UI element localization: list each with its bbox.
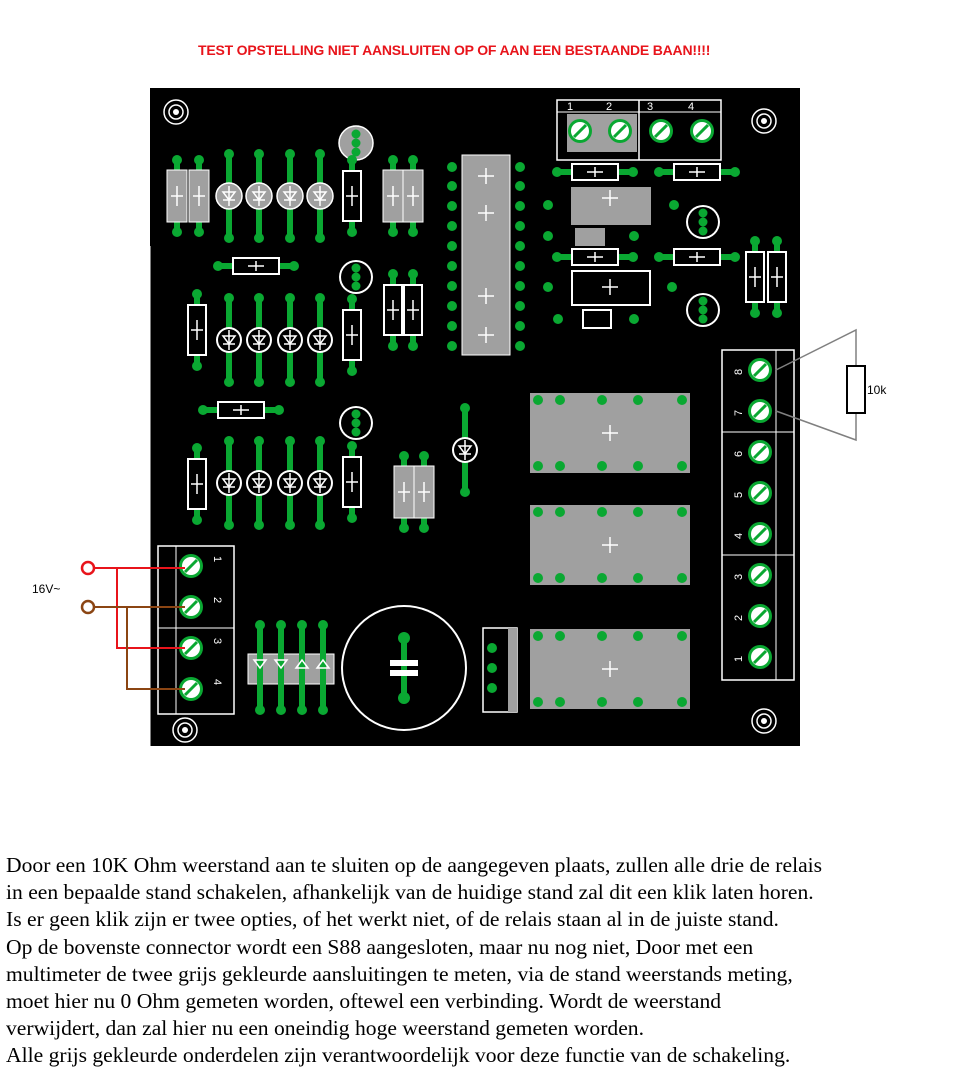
right-connector-label: 8: [733, 369, 745, 375]
top-connector-label: 3: [647, 101, 653, 113]
description-line: multimeter de twee grijs gekleurde aansl…: [6, 961, 793, 986]
top-connector-label: 1: [567, 101, 573, 113]
power-connector-label: 1: [211, 556, 223, 562]
right-connector: 8 7 6 5 4 3 2 1: [721, 349, 795, 681]
right-connector-label: 1: [733, 656, 745, 662]
description-line: verwijdert, dan zal hier nu een oneindig…: [6, 1016, 644, 1041]
top-connector: 1 2 3 4: [556, 99, 722, 161]
pcb-diagram: 1 2 3 4: [32, 88, 887, 746]
description-line: moet hier nu 0 Ohm gemeten worden, oftew…: [6, 989, 722, 1014]
description-text: Door een 10K Ohm weerstand aan te sluite…: [6, 852, 960, 1070]
power-connector-label: 3: [211, 638, 223, 644]
description-line: in een bepaalde stand schakelen, afhanke…: [6, 880, 814, 905]
description-line: Door een 10K Ohm weerstand aan te sluite…: [6, 853, 823, 877]
right-connector-label: 3: [733, 574, 745, 580]
power-connector: 1 2 3 4: [157, 545, 235, 715]
description-line: Alle grijs gekleurde onderdelen zijn ver…: [6, 1043, 791, 1068]
power-connector-label: 4: [211, 679, 223, 685]
power-connector-label: 2: [211, 597, 223, 603]
description-line: Is er geen klik zijn er twee opties, of …: [6, 907, 779, 932]
electrolytic-capacitor: [341, 605, 467, 731]
top-connector-label: 4: [688, 101, 694, 113]
relay-2: [529, 504, 691, 586]
warning-title: TEST OPSTELLING NIET AANSLUITEN OP OF AA…: [198, 42, 711, 58]
external-resistor-10k: 10k: [775, 328, 887, 442]
resistor-label: 10k: [867, 383, 887, 397]
relay-3: [529, 628, 691, 710]
top-connector-label: 2: [606, 101, 612, 113]
diode-bridge: [247, 620, 335, 715]
ic-dip: [447, 154, 525, 356]
right-connector-label: 4: [733, 533, 745, 539]
right-connector-label: 6: [733, 451, 745, 457]
supply-label: 16V~: [32, 582, 60, 596]
right-connector-label: 7: [733, 410, 745, 416]
description-line: Op de bovenste connector wordt een S88 a…: [6, 934, 754, 959]
right-connector-label: 2: [733, 615, 745, 621]
small-connector: [482, 627, 518, 713]
supply-wires: 16V~: [32, 560, 185, 690]
relay-1: [529, 392, 691, 474]
right-connector-label: 5: [733, 492, 745, 498]
